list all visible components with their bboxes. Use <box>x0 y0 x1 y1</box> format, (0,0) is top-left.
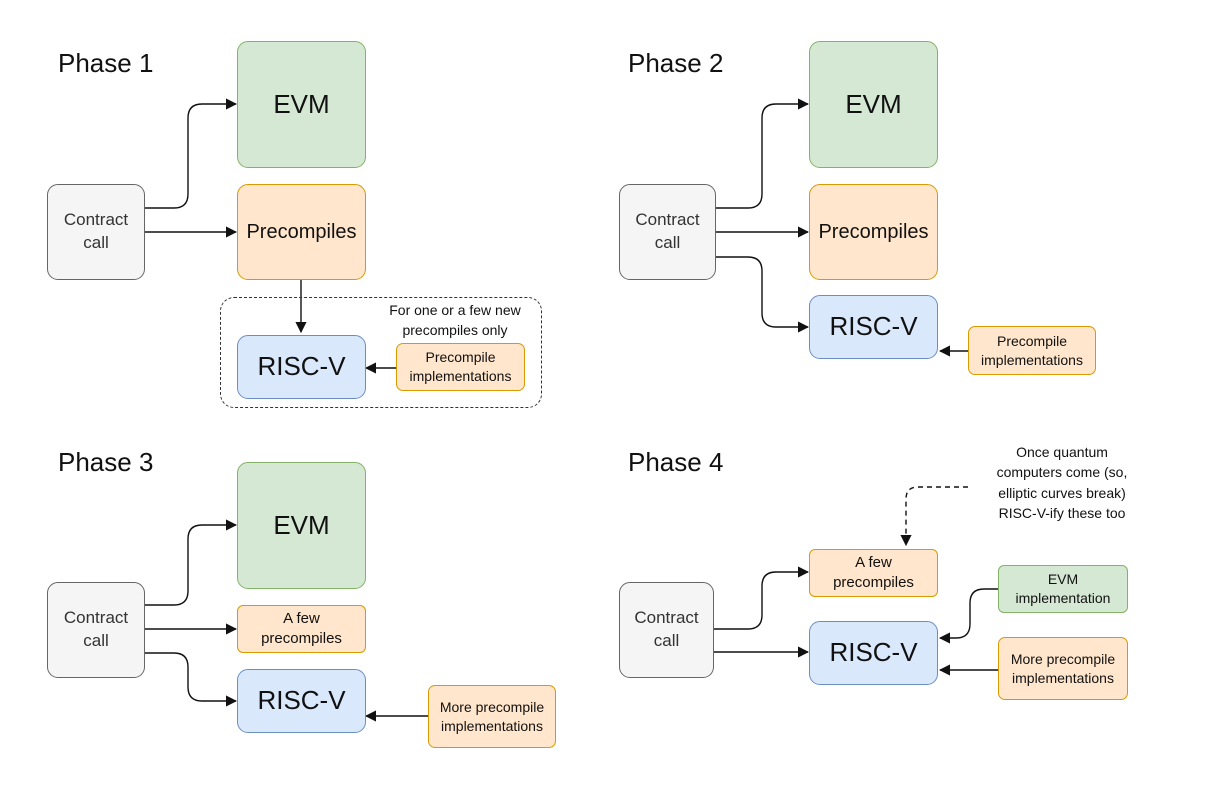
p4-arrow-contract-to-precompiles <box>714 566 810 630</box>
phase-4-contract-call-box: Contract call <box>619 582 714 678</box>
phase-1-precompile-implementations-box: Precompile implementations <box>396 343 525 391</box>
phase-1-riscv-box: RISC-V <box>237 335 366 399</box>
phase-2-contract-call-box: Contract call <box>619 184 716 280</box>
phase-4-note: Once quantum computers come (so, ellipti… <box>996 444 1128 521</box>
phase-4-more-precompile-implementations-box: More precompile implementations <box>998 637 1128 700</box>
phase-4-evm-implementation-box: EVM implementation <box>998 565 1128 613</box>
phase-1-precompiles-box: Precompiles <box>237 184 366 280</box>
phase-1-new-precompiles-region <box>220 297 542 408</box>
phase-2-precompile-implementations-box: Precompile implementations <box>968 326 1096 375</box>
p4-arrow-evm-impl-to-riscv <box>938 588 998 644</box>
p3-arrow-contract-to-riscv <box>145 652 238 707</box>
p4-arrow-note-to-precompiles <box>900 486 968 547</box>
phase-1-contract-call-box: Contract call <box>47 184 145 280</box>
phase-4-a-few-precompiles-box: A few precompiles <box>809 549 938 597</box>
phase-3-riscv-box: RISC-V <box>237 669 366 733</box>
phase-3-title: Phase 3 <box>58 447 154 477</box>
p2-arrow-contract-to-riscv <box>716 256 810 333</box>
phase-3-evm-box: EVM <box>237 462 366 589</box>
phase-2-precompiles-box: Precompiles <box>809 184 938 280</box>
phase-3-more-precompile-implementations-box: More precompile implementations <box>428 685 556 748</box>
phase-3-a-few-precompiles-box: A few precompiles <box>237 605 366 653</box>
p1-arrow-contract-to-evm <box>145 98 238 209</box>
phase-2-title: Phase 2 <box>628 48 724 78</box>
phase-4-title: Phase 4 <box>628 447 724 477</box>
phase-3-contract-call-box: Contract call <box>47 582 145 678</box>
phase-2-evm-box: EVM <box>809 41 938 168</box>
p3-arrow-contract-to-evm <box>145 519 238 606</box>
p2-arrow-contract-to-evm <box>716 98 810 209</box>
phase-4-riscv-box: RISC-V <box>809 621 938 685</box>
phase-2-riscv-box: RISC-V <box>809 295 938 359</box>
phase-1-note: For one or a few new precompiles only <box>389 302 521 339</box>
phase-1-title: Phase 1 <box>58 48 154 78</box>
phase-1-evm-box: EVM <box>237 41 366 168</box>
